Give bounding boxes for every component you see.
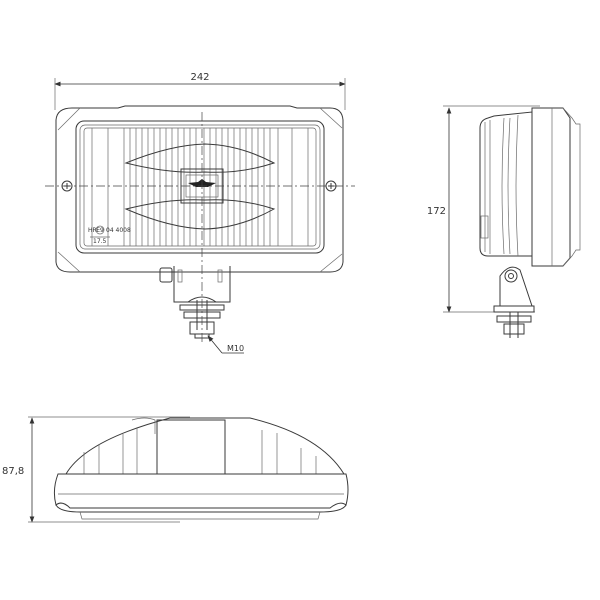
height-dimension-label: 172 [427,206,446,217]
width-dimension: 242 [54,72,346,110]
thread-label: M10 [227,344,244,353]
mount-bracket [159,266,231,339]
marking-e-mark: E9 [96,227,104,234]
upper-lens-wing [124,143,276,173]
width-dimension-label: 242 [190,72,209,83]
lower-lens-wing [124,199,276,230]
top-view: 87,8 [2,416,349,523]
marking-number: 04 4008 [106,227,131,234]
marking-approval: HR [88,227,97,234]
depth-dimension-label: 87,8 [2,466,24,477]
height-dimension: 172 [427,105,540,313]
front-view: 242 [45,72,355,354]
e-mark-circle [95,225,105,235]
thread-callout: M10 [207,335,244,354]
housing-outline [55,105,344,273]
side-view: 172 [427,105,581,338]
marking-code: 17.5 [93,238,107,245]
left-screw-icon [61,180,73,192]
right-screw-icon [325,180,337,192]
lens-frame-outer [75,120,325,254]
depth-dimension: 87,8 [2,416,190,523]
